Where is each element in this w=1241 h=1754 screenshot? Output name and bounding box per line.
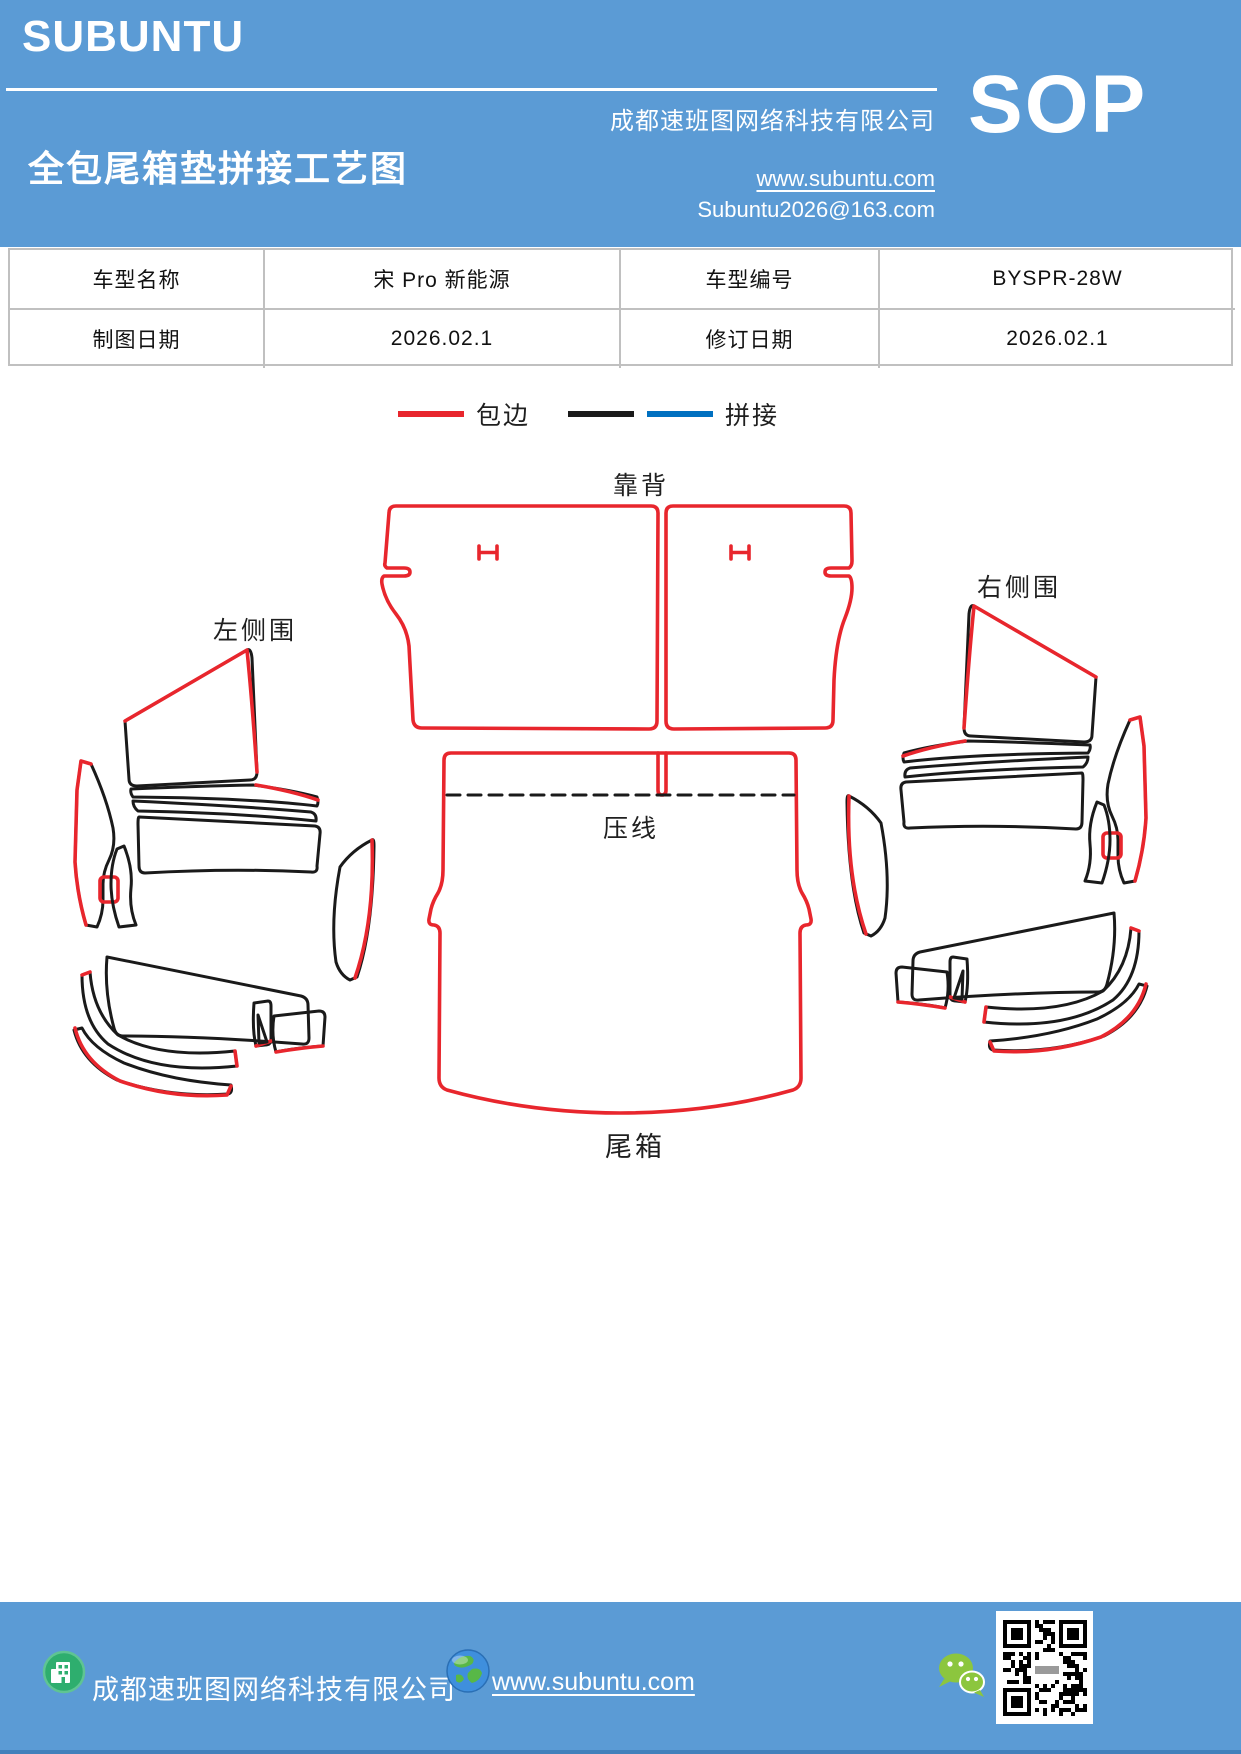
- page-title: 全包尾箱垫拼接工艺图: [28, 148, 409, 189]
- footer-bottom-edge: [0, 1750, 1241, 1754]
- footer-company-name: 成都速班图网络科技有限公司: [92, 1675, 456, 1705]
- side-piece-band: [136, 815, 322, 875]
- header: SUBUNTU 全包尾箱垫拼接工艺图 成都速班图网络科技有限公司 www.sub…: [0, 0, 1241, 247]
- splice-black-line-swatch: [568, 411, 635, 417]
- header-website-link[interactable]: www.subuntu.com: [756, 166, 935, 191]
- model-name-label: 车型名称: [10, 250, 265, 310]
- brand-logo: SUBUNTU: [22, 12, 245, 61]
- footer-website-link[interactable]: www.subuntu.com: [492, 1668, 695, 1696]
- legend-label-splice: 拼接: [725, 402, 780, 430]
- side-piece-sail-wrap-edge: [123, 648, 259, 774]
- globe-icon: [446, 1649, 490, 1693]
- backrest-label: 靠背: [613, 472, 669, 500]
- edge-wrap-line-swatch: [398, 411, 464, 417]
- trunk-label: 尾箱: [605, 1132, 665, 1162]
- right-side-label: 右侧围: [977, 574, 1061, 602]
- info-table: 车型名称 宋 Pro 新能源 车型编号 BYSPR-28W 制图日期 2026.…: [8, 248, 1235, 368]
- side-piece-diagonal-band: [104, 955, 311, 1046]
- qr-code-pattern: [1003, 1620, 1087, 1716]
- draw-date-label: 制图日期: [10, 310, 265, 368]
- side-piece-arc-upper-wrap-caps: [80, 970, 239, 1068]
- crease-label: 压线: [603, 815, 659, 843]
- header-divider-line: [6, 88, 937, 91]
- header-company-name: 成都速班图网络科技有限公司: [610, 108, 935, 135]
- model-code-value: BYSPR-28W: [880, 250, 1235, 310]
- side-piece-crescent-wrap-edge: [353, 838, 375, 980]
- right-side-group: [845, 603, 1149, 1054]
- side-piece-strip-1: [129, 783, 320, 808]
- side-piece-blade-slot: [98, 875, 120, 904]
- side-piece-wedge: [109, 844, 138, 929]
- side-piece-small-rect-2-wrap-edge: [274, 1044, 325, 1054]
- wechat-icon: [939, 1653, 985, 1697]
- qr-code: [996, 1611, 1093, 1724]
- model-name-value: 宋 Pro 新能源: [265, 250, 621, 310]
- trunk-mat-outline: [427, 751, 813, 1115]
- backrest-right-h-mark: [729, 544, 751, 561]
- side-piece-sail: [123, 648, 259, 788]
- left-side-label: 左侧围: [213, 617, 297, 645]
- header-website-link-wrap: www.subuntu.com: [500, 166, 935, 192]
- building-icon: [42, 1650, 86, 1694]
- revise-date-value: 2026.02.1: [1006, 327, 1109, 350]
- side-piece-strip-2: [131, 799, 318, 823]
- backrest-left-panel-outline: [379, 504, 660, 731]
- side-piece-crescent: [332, 838, 376, 982]
- cut-piece-diagram: 靠背 压线 左侧围 右侧围 尾箱: [72, 472, 1149, 1162]
- side-piece-arc-lower-wrap-edge: [73, 1026, 233, 1098]
- draw-date-value: 2026.02.1: [265, 310, 621, 368]
- revise-date-label: 修订日期: [621, 310, 880, 368]
- splice-blue-line-swatch: [647, 411, 714, 417]
- header-email[interactable]: Subuntu2026@163.com: [697, 197, 935, 222]
- trunk-center-slit: [656, 751, 668, 797]
- side-piece-small-triangle: [256, 1013, 269, 1045]
- side-piece-blade-wrap-edge: [73, 759, 93, 927]
- side-piece-strip-1-wrap-edge: [254, 783, 320, 802]
- sop-badge: SOP: [968, 59, 1148, 150]
- legend-label-edge-wrap: 包边: [476, 402, 531, 430]
- model-code-label: 车型编号: [621, 250, 880, 310]
- diagram-legend: 包边 拼接: [398, 396, 779, 432]
- backrest-left-h-mark: [477, 544, 499, 561]
- backrest-right-panel-outline: [664, 504, 854, 731]
- footer-website-wrap: www.subuntu.com: [492, 1668, 709, 1697]
